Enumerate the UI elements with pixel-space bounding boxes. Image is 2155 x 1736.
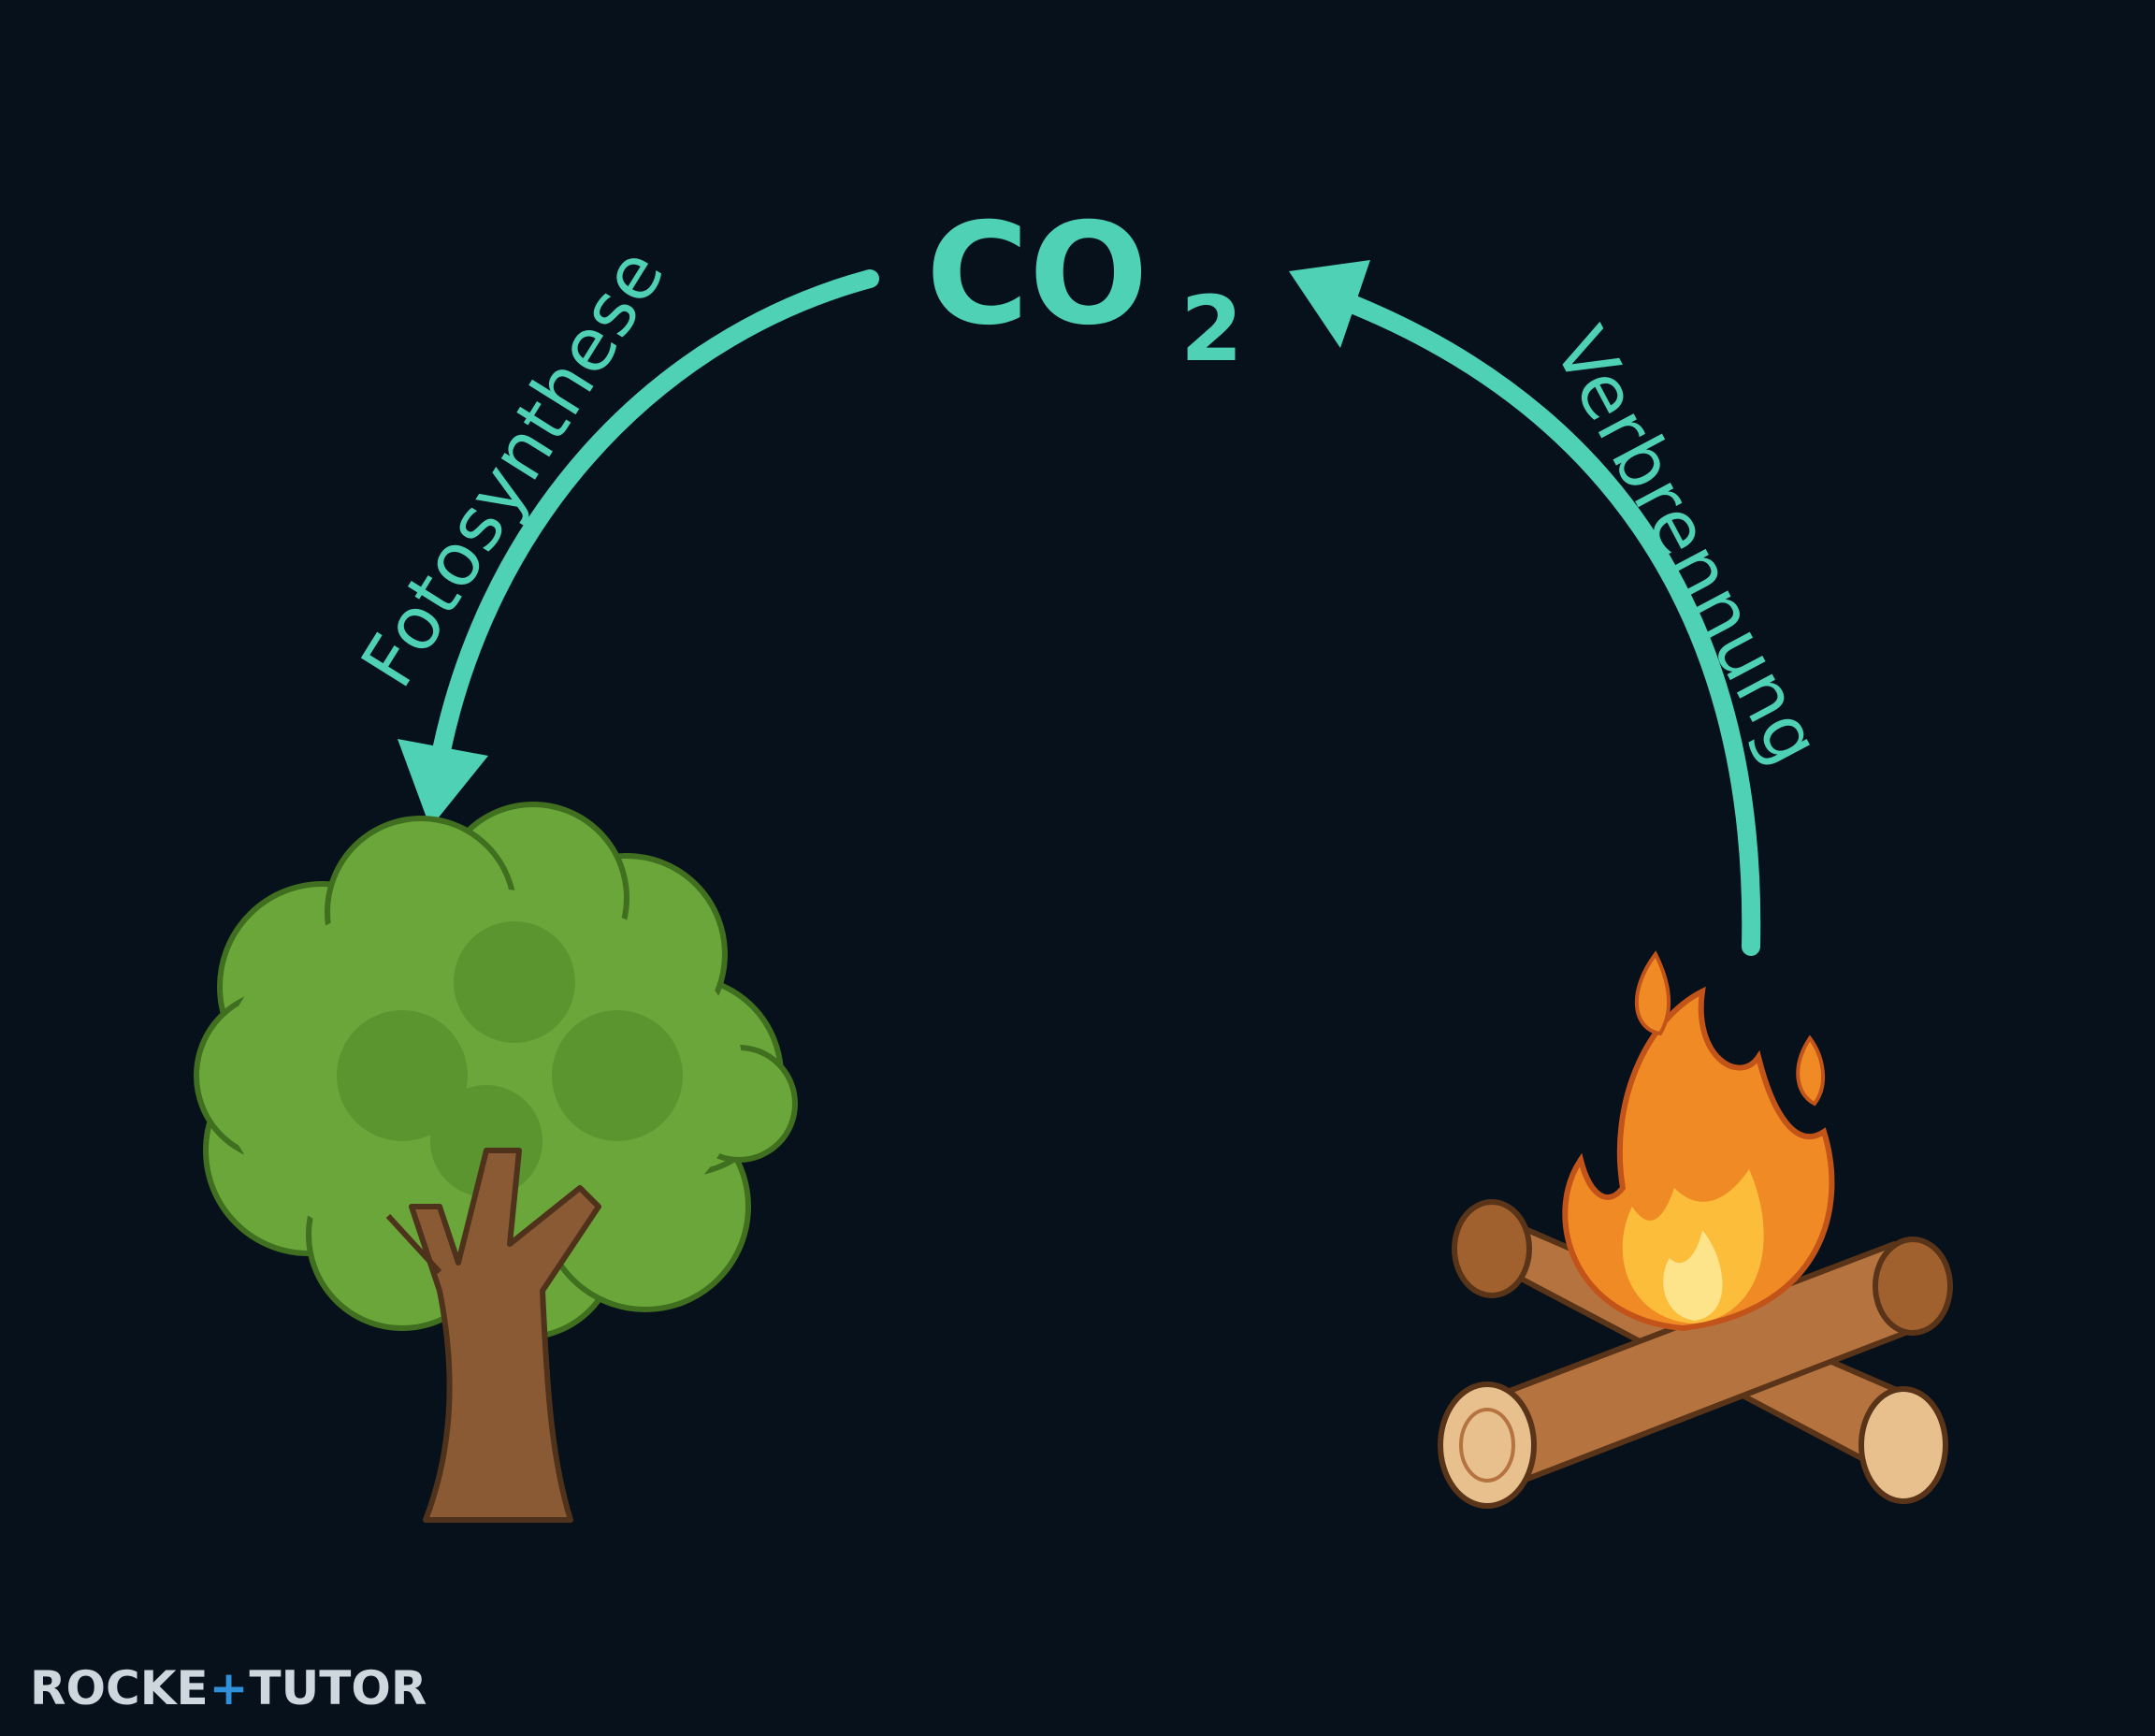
tree-icon — [194, 802, 798, 1523]
label-verbrennung: Verbrennung — [1537, 315, 1837, 779]
logo-text-part1: ROCKE — [30, 1661, 209, 1715]
logo-text-part2: TUTOR — [249, 1661, 427, 1715]
arrow-verbrennung — [1289, 260, 1761, 956]
co2-main-text: CO — [926, 194, 1149, 356]
co2-subscript-text: 2 — [1180, 277, 1243, 382]
arrowhead-down-icon — [398, 739, 488, 828]
co2-label: CO 2 — [926, 194, 1243, 382]
campfire-icon — [1438, 950, 1953, 1509]
logo-plus: + — [209, 1661, 249, 1715]
rocket-tutor-logo: ROCKE+TUTOR — [30, 1660, 427, 1716]
arrow-fotosynthese — [398, 269, 879, 828]
arrowhead-left-icon — [1289, 260, 1370, 348]
label-fotosynthese: Fotosynthese — [346, 234, 682, 702]
